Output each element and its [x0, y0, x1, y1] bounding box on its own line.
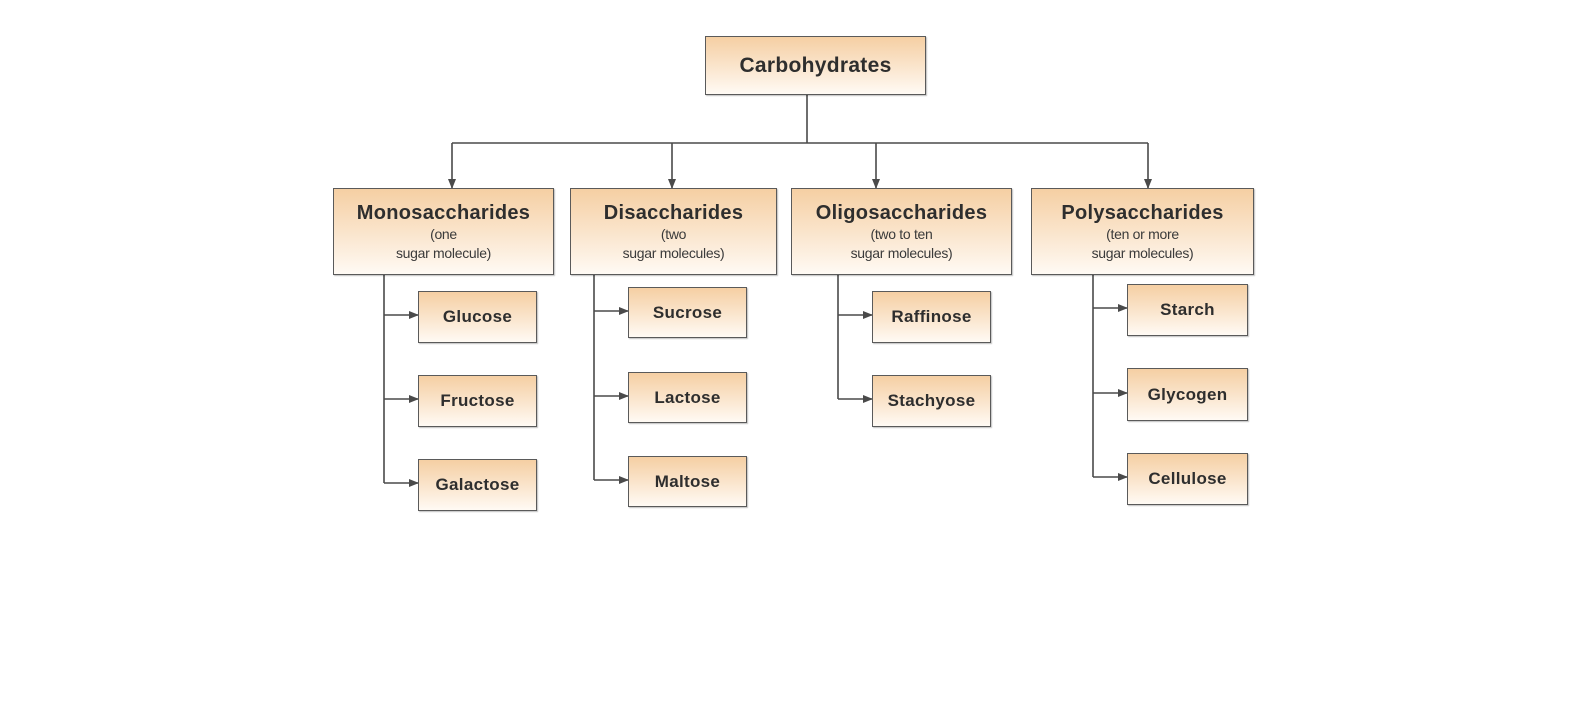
- node-description: (two: [660, 225, 687, 242]
- node-description: (two to ten: [870, 225, 933, 242]
- category-node-monosaccharides: Monosaccharides (one sugar molecule): [333, 188, 554, 275]
- leaf-node-fructose: Fructose: [418, 375, 537, 427]
- node-title: Raffinose: [891, 307, 972, 326]
- node-title: Sucrose: [652, 302, 723, 322]
- leaf-node-galactose: Galactose: [418, 459, 537, 511]
- leaf-node-cellulose: Cellulose: [1127, 453, 1248, 505]
- node-title: Glycogen: [1147, 384, 1228, 404]
- node-title: Carbohydrates: [739, 53, 892, 77]
- node-title: Monosaccharides: [356, 201, 531, 224]
- leaf-node-maltose: Maltose: [628, 456, 747, 507]
- node-title: Disaccharides: [603, 201, 744, 224]
- leaf-node-glycogen: Glycogen: [1127, 368, 1248, 421]
- leaf-node-raffinose: Raffinose: [872, 291, 991, 343]
- category-node-oligosaccharides: Oligosaccharides (two to ten sugar molec…: [791, 188, 1012, 275]
- node-description: sugar molecules): [850, 244, 953, 261]
- node-description: sugar molecules): [622, 244, 725, 261]
- node-description: (ten or more: [1106, 225, 1179, 242]
- leaf-node-glucose: Glucose: [418, 291, 537, 343]
- node-description: (one: [430, 225, 457, 242]
- leaf-node-lactose: Lactose: [628, 372, 747, 423]
- node-title: Galactose: [435, 475, 520, 494]
- node-title: Lactose: [654, 387, 721, 407]
- category-node-disaccharides: Disaccharides (two sugar molecules): [570, 188, 777, 275]
- node-title: Glucose: [442, 307, 513, 326]
- node-title: Starch: [1160, 300, 1215, 319]
- node-title: Stachyose: [887, 391, 976, 410]
- node-description: sugar molecule): [395, 244, 492, 261]
- node-title: Oligosaccharides: [815, 201, 988, 224]
- root-node-carbohydrates: Carbohydrates: [705, 36, 926, 95]
- node-description: sugar molecules): [1091, 244, 1194, 261]
- leaf-node-sucrose: Sucrose: [628, 287, 747, 338]
- node-title: Polysaccharides: [1061, 201, 1224, 224]
- category-node-polysaccharides: Polysaccharides (ten or more sugar molec…: [1031, 188, 1254, 275]
- node-title: Maltose: [654, 471, 721, 491]
- leaf-node-starch: Starch: [1127, 284, 1248, 336]
- leaf-node-stachyose: Stachyose: [872, 375, 991, 427]
- node-title: Fructose: [440, 391, 515, 410]
- node-title: Cellulose: [1148, 469, 1227, 488]
